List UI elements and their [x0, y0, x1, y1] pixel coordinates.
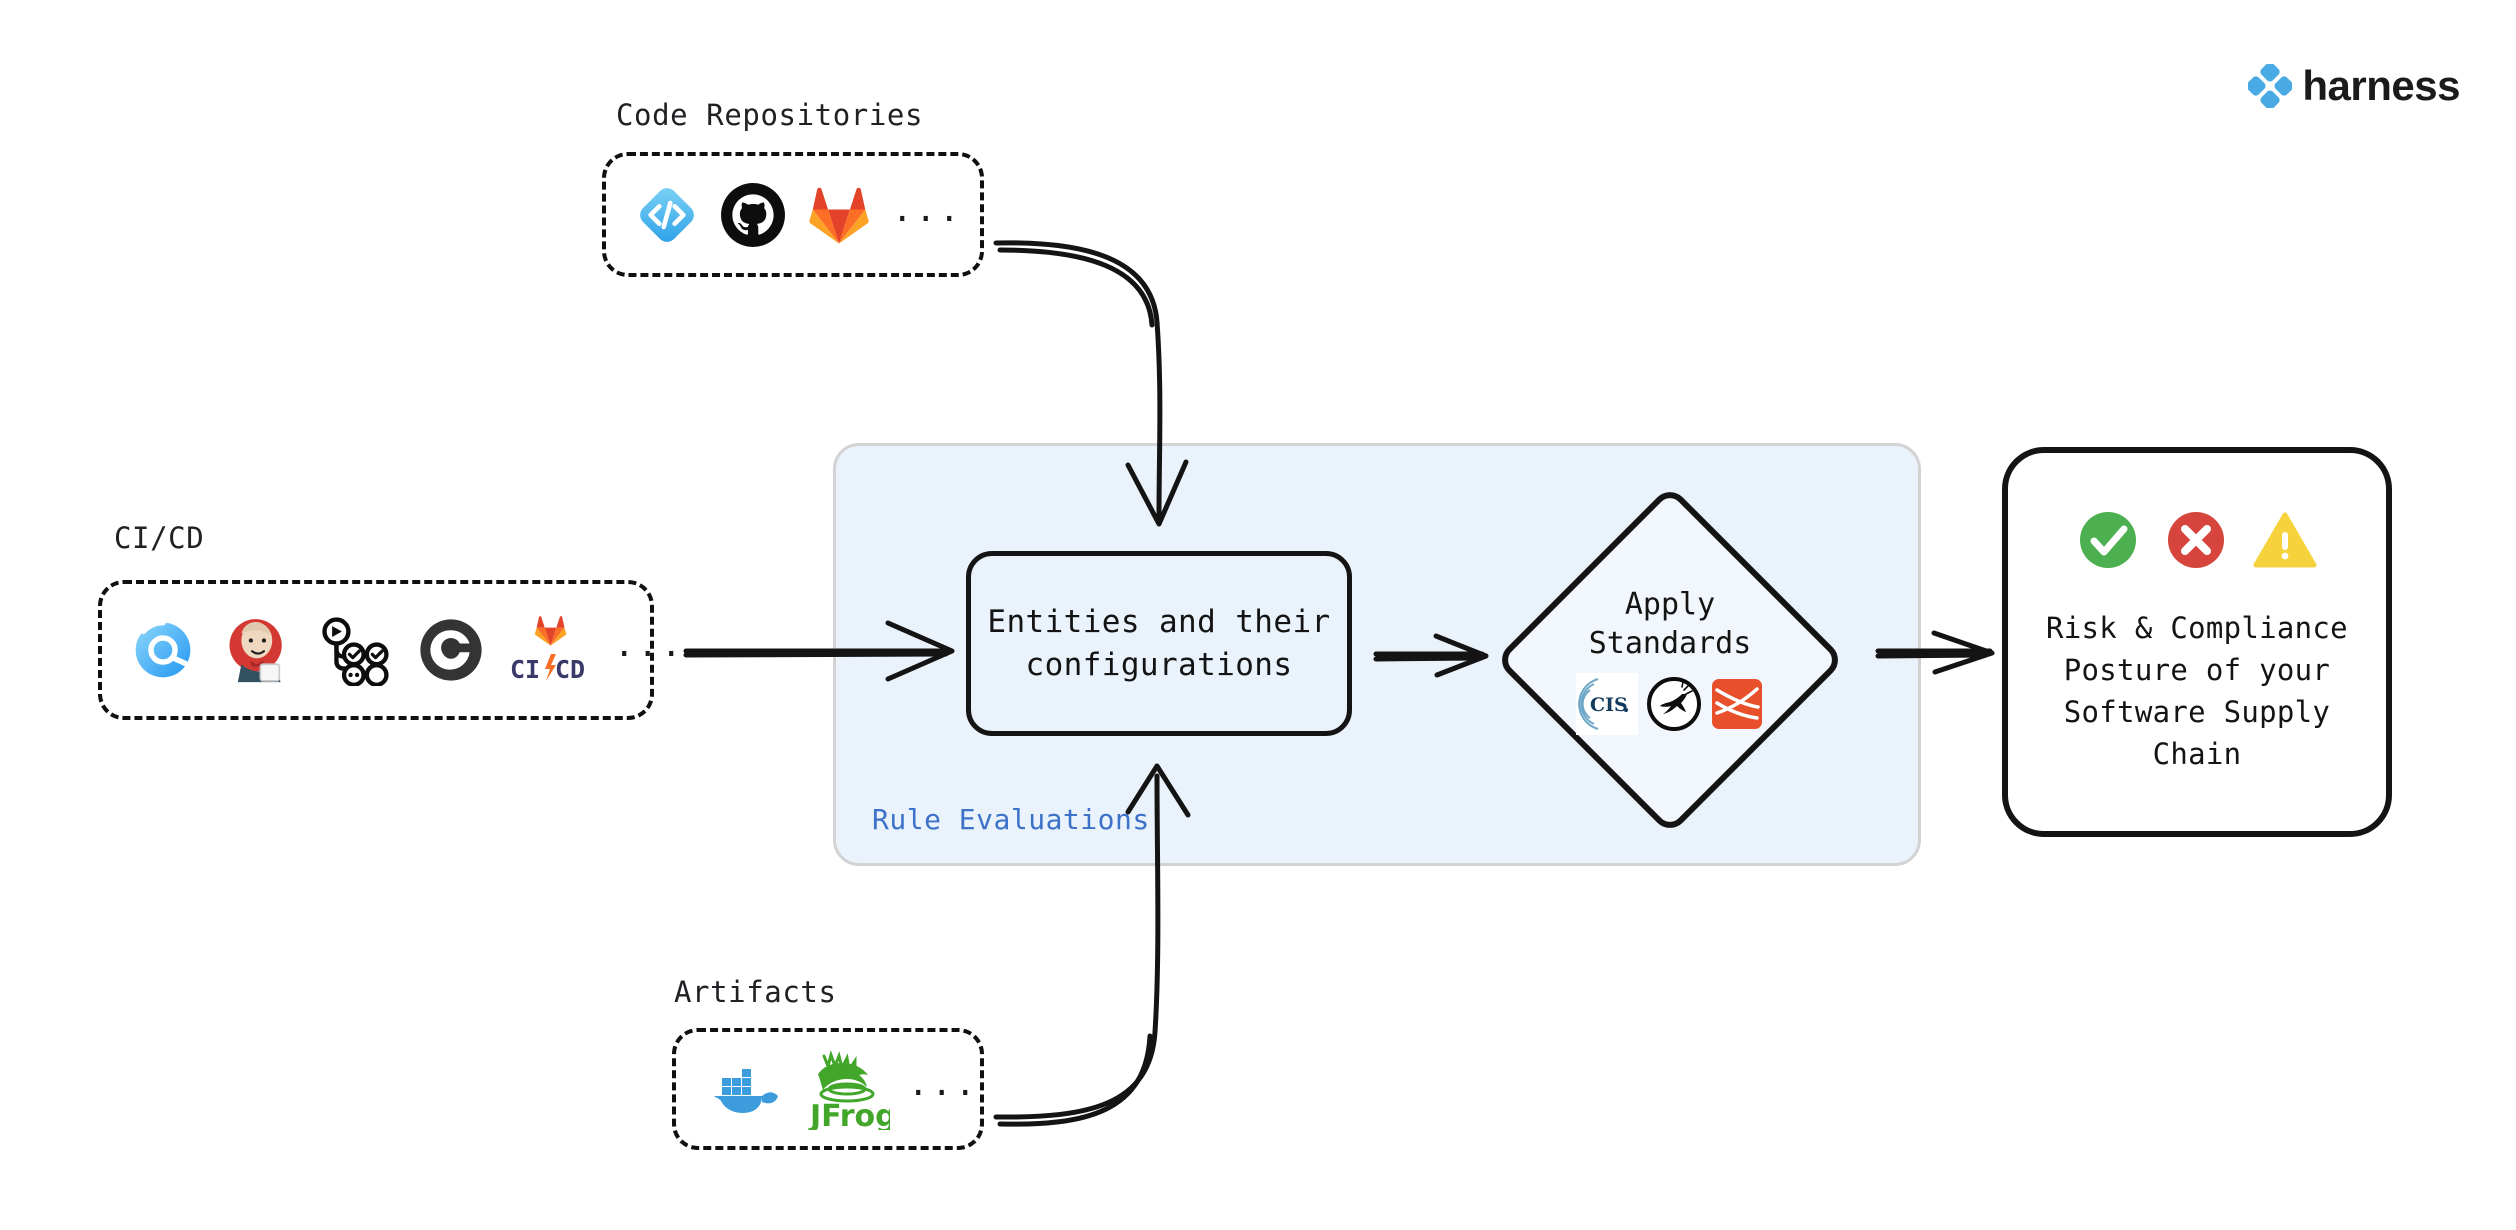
status-icon-row	[2077, 509, 2317, 571]
outcome-line-2: Posture of your	[2063, 652, 2331, 687]
owasp-dragonfly-icon	[1646, 676, 1702, 732]
circleci-icon	[416, 615, 486, 685]
entities-line-1: Entities and their	[987, 603, 1331, 640]
code-repositories-ellipsis: ...	[892, 189, 963, 230]
code-repositories-label: Code Repositories	[616, 98, 924, 132]
jfrog-icon: JFrog	[804, 1048, 890, 1130]
harness-brand[interactable]: harness	[2248, 62, 2460, 110]
standards-icon-row: CIS	[1576, 673, 1764, 735]
slsa-icon	[1710, 677, 1764, 731]
cicd-ellipsis: ...	[614, 625, 685, 665]
cicd-label: CI/CD	[114, 521, 205, 555]
warning-triangle-icon	[2253, 509, 2317, 571]
gitlab-cicd-icon: CI CD	[508, 610, 592, 690]
artifacts-ellipsis: ...	[908, 1064, 979, 1104]
harness-diamond-logo-icon	[2248, 64, 2293, 108]
gitlab-icon	[804, 180, 874, 250]
svg-text:CD: CD	[555, 655, 585, 684]
harness-ci-icon	[128, 615, 198, 685]
rule-evaluations-label: Rule Evaluations	[872, 803, 1150, 836]
jenkins-icon	[220, 612, 296, 688]
check-circle-icon	[2077, 509, 2139, 571]
apply-standards-line-1: Apply	[1624, 587, 1716, 622]
risk-compliance-node[interactable]: Risk & Compliance Posture of your Softwa…	[2002, 447, 2392, 837]
svg-text:JFrog: JFrog	[808, 1099, 890, 1130]
outcome-line-4: Chain	[2152, 737, 2242, 772]
svg-text:CIS: CIS	[1590, 694, 1628, 716]
svg-text:CI: CI	[510, 655, 540, 684]
cicd-group[interactable]: CI CD ...	[98, 580, 681, 720]
diamond-content: Apply Standards CIS	[1495, 485, 1845, 835]
x-circle-icon	[2165, 509, 2227, 571]
artifacts-group[interactable]: JFrog ...	[672, 1028, 984, 1150]
github-actions-icon	[318, 614, 394, 686]
github-icon	[720, 182, 786, 248]
apply-standards-line-2: Standards	[1588, 626, 1752, 661]
outcome-line-1: Risk & Compliance	[2046, 610, 2348, 645]
docker-icon	[702, 1057, 786, 1121]
apply-standards-node[interactable]: Apply Standards CIS	[1494, 484, 1846, 836]
harness-code-icon	[632, 180, 702, 250]
entities-line-2: configurations	[1025, 646, 1293, 683]
artifacts-label: Artifacts	[674, 975, 837, 1009]
code-repositories-group[interactable]: ...	[602, 152, 984, 277]
harness-wordmark: harness	[2302, 62, 2460, 109]
outcome-line-3: Software Supply	[2063, 695, 2331, 729]
cis-icon: CIS	[1576, 673, 1638, 735]
entities-node[interactable]: Entities and their configurations	[966, 551, 1352, 736]
